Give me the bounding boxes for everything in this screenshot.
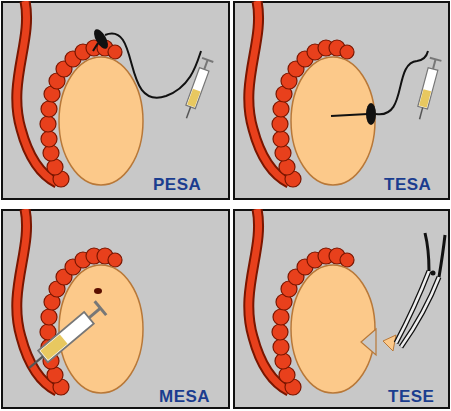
scissor-blade-outline	[401, 277, 439, 347]
tissue-sample	[383, 335, 396, 351]
scissor-handle	[439, 235, 445, 277]
scissor-blade-outline	[396, 271, 429, 343]
tese-illustration	[249, 209, 445, 395]
testis-epididymis	[17, 209, 143, 395]
syringe	[23, 301, 106, 375]
needle-hub	[366, 103, 376, 125]
procedure-label: TESE	[388, 387, 434, 407]
pesa-illustration	[17, 1, 214, 187]
scissor-handle	[425, 233, 429, 271]
scissor-blade	[396, 271, 429, 343]
procedure-label: PESA	[153, 175, 201, 195]
testis-epididymis	[249, 1, 375, 187]
aspiration-tube	[105, 34, 201, 98]
needle	[331, 114, 368, 116]
procedure-panel: PESA	[1, 1, 230, 200]
procedure-panel: MESA	[1, 209, 230, 409]
needle	[93, 43, 98, 51]
testis-epididymis	[249, 209, 375, 395]
scissor-pivot	[431, 271, 436, 276]
procedure-panel: TESA	[233, 1, 450, 200]
syringe	[414, 58, 442, 121]
tesa-illustration	[249, 1, 442, 187]
scissor-blade	[401, 277, 439, 347]
microsurgical-opening	[94, 288, 102, 294]
mesa-illustration	[17, 209, 143, 395]
syringe	[181, 58, 213, 120]
needle-hub	[91, 27, 111, 51]
biopsy-notch	[361, 329, 376, 355]
testis-epididymis	[17, 1, 143, 187]
procedure-label: MESA	[159, 387, 210, 407]
procedure-panel: TESE	[233, 209, 450, 409]
procedure-label: TESA	[384, 175, 431, 195]
aspiration-tube	[376, 51, 428, 114]
